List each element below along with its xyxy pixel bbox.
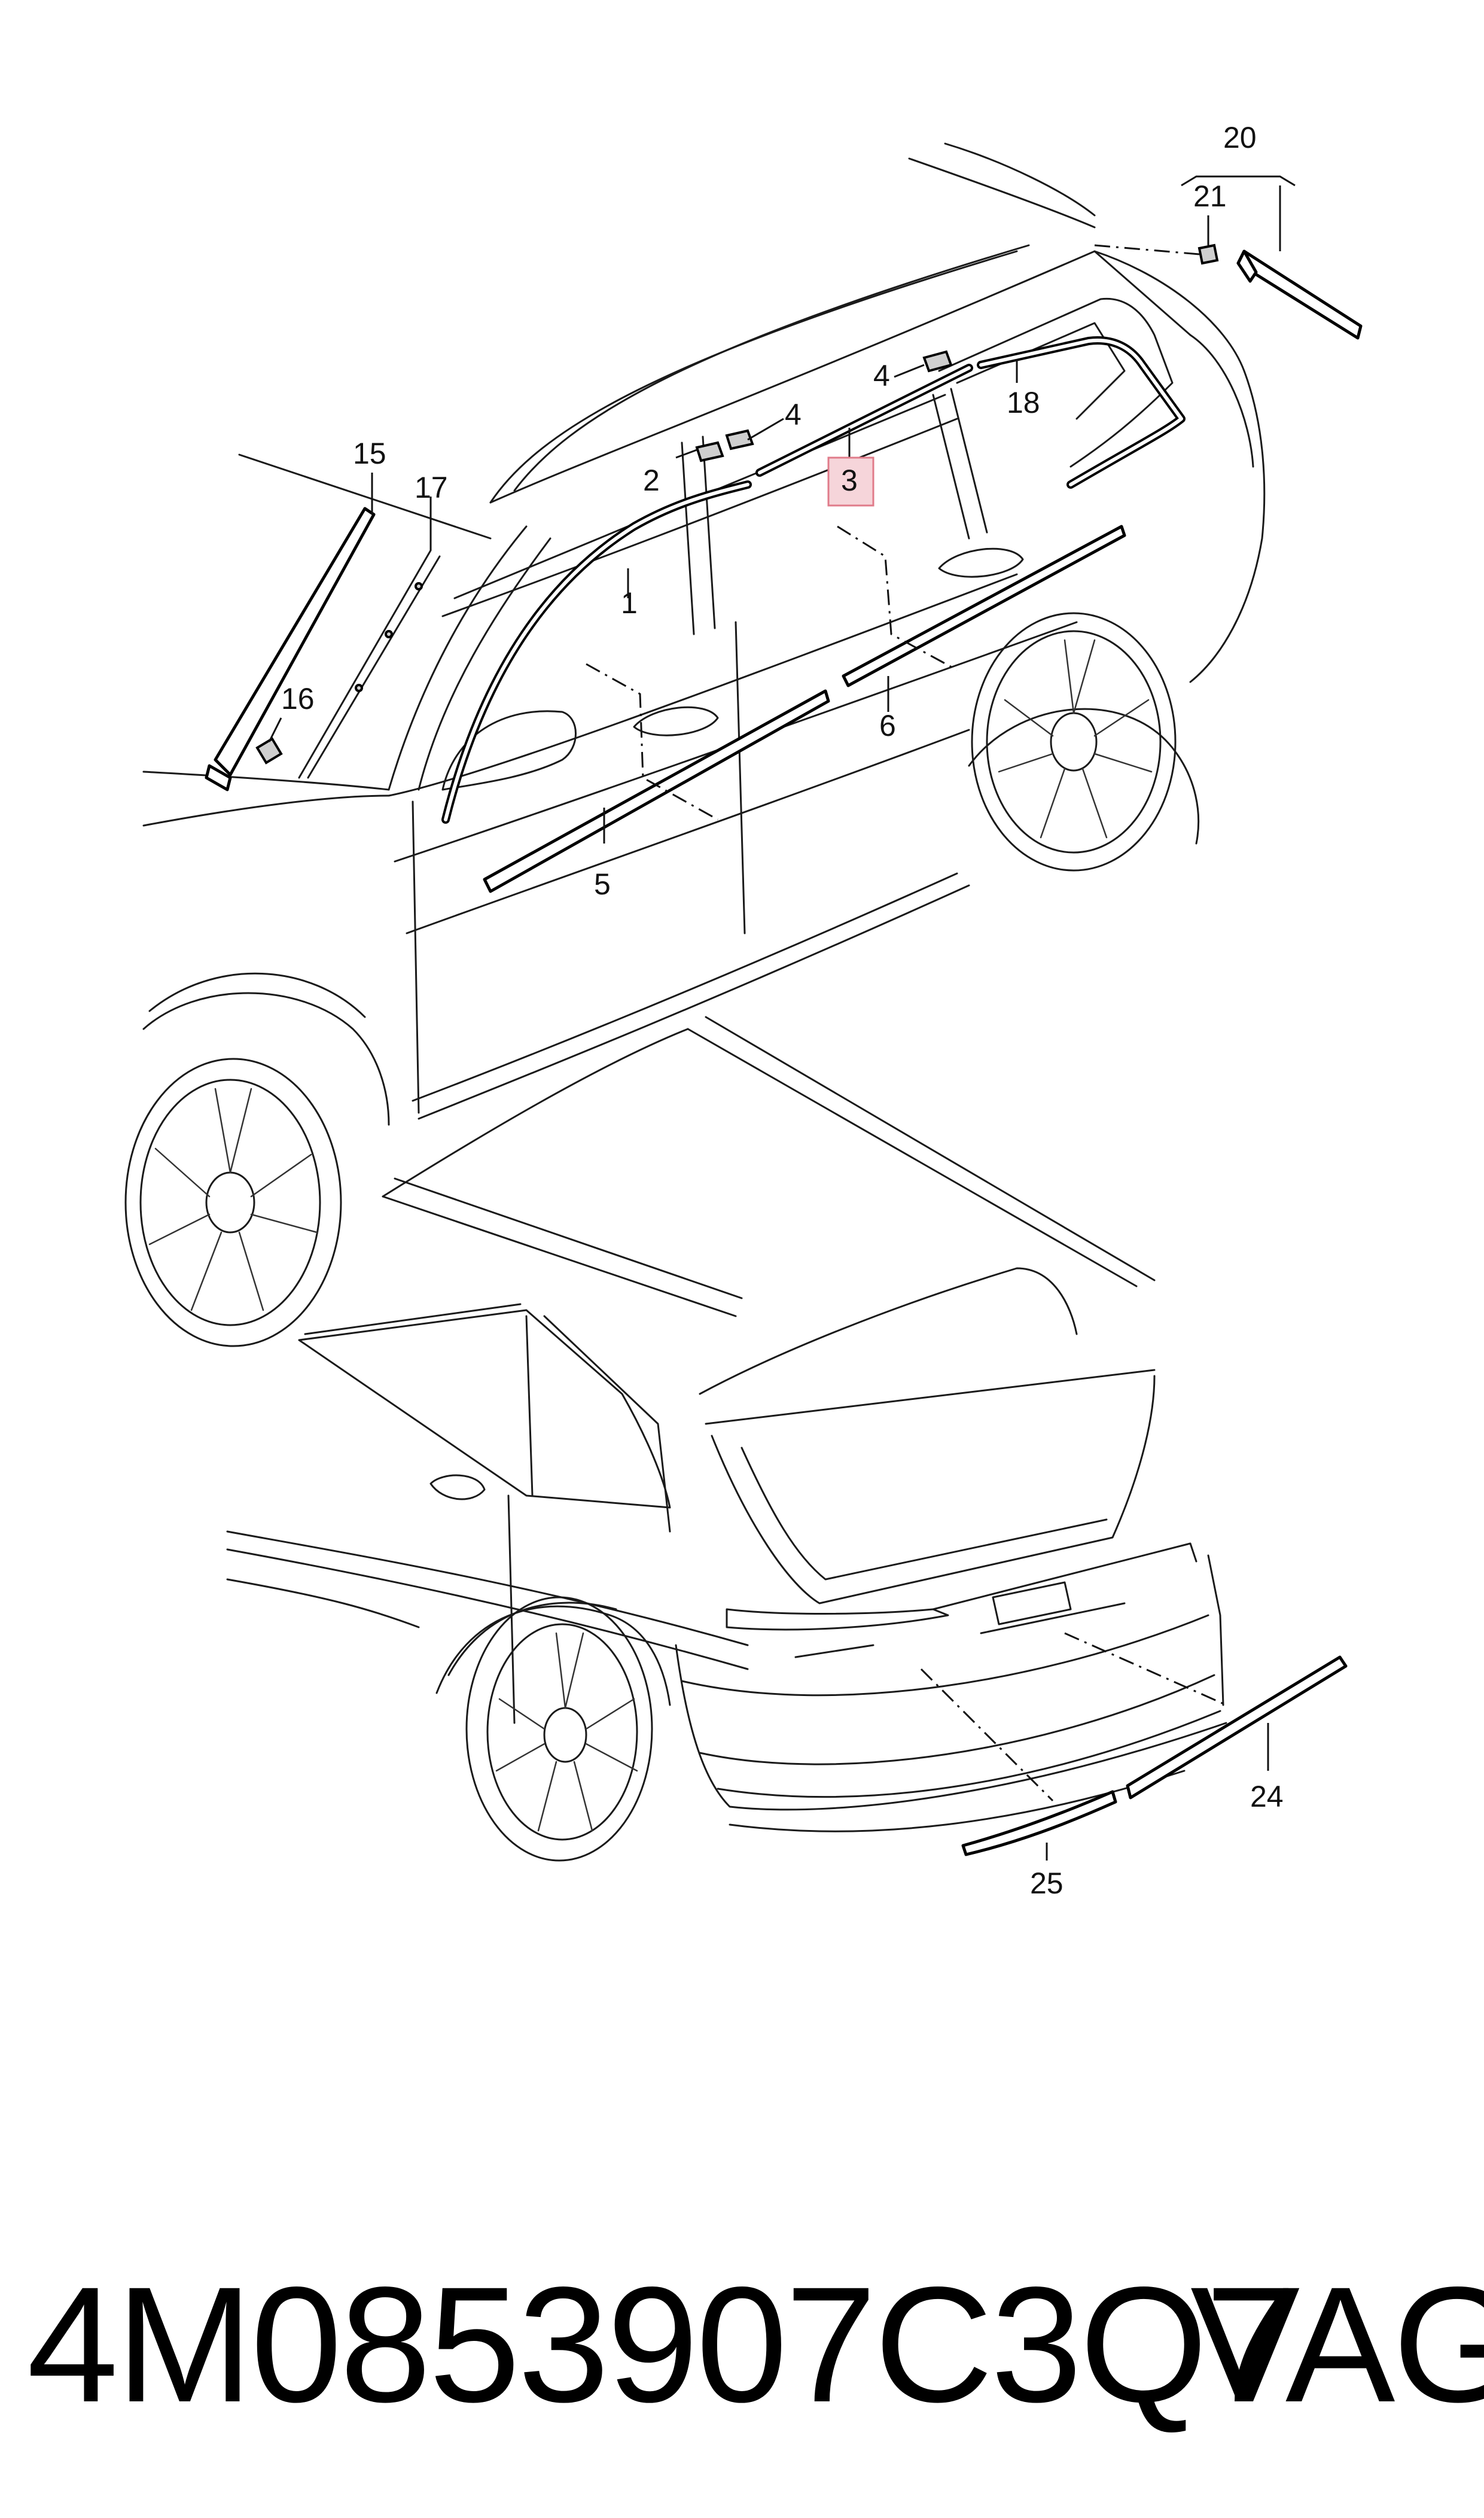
clips-2-4 — [695, 350, 953, 462]
trim-15-a-pillar — [205, 507, 376, 791]
trim-18-rear-window — [977, 336, 1186, 489]
callout-24: 24 — [1250, 1780, 1284, 1813]
part-number: 4M0853907C3Q7 — [27, 2253, 1297, 2437]
trim-1-roof-arch — [441, 480, 752, 824]
callout-5: 5 — [594, 867, 611, 901]
part-20-spoiler-trim — [1236, 249, 1363, 340]
front-wheel-top — [124, 1058, 342, 1347]
reference-lines-top — [586, 525, 958, 821]
reference-lines-bottom — [920, 1632, 1227, 1802]
callout-1: 1 — [621, 586, 638, 620]
callout-leaders-bottom — [1046, 1723, 1269, 1861]
part-21-clip — [1094, 243, 1219, 265]
trim-25-bumper — [961, 1790, 1117, 1856]
highlight-box-part-3 — [827, 456, 874, 507]
callout-4b: 4 — [873, 359, 890, 392]
callout-25: 25 — [1030, 1867, 1064, 1900]
callout-4a: 4 — [785, 398, 802, 431]
bottom-vehicle-outline — [226, 1016, 1227, 1832]
callout-15: 15 — [353, 437, 386, 470]
trim-6-rear-door-sill — [842, 525, 1126, 687]
callout-3: 3 — [841, 464, 858, 497]
trim-24-bumper — [1126, 1655, 1348, 1800]
rear-wheel-top — [971, 612, 1177, 872]
clip-16 — [255, 737, 283, 765]
callout-2: 2 — [643, 464, 660, 497]
callout-18: 18 — [1007, 386, 1040, 419]
callout-labels: 1 2 3 4 4 5 6 15 16 17 18 20 21 24 25 — [281, 121, 1284, 1900]
callout-6: 6 — [879, 709, 896, 742]
callout-leaders-top — [268, 175, 1296, 844]
top-vehicle-outline — [142, 142, 1266, 1126]
callout-17: 17 — [415, 471, 448, 504]
trim-3-upper-window — [755, 364, 973, 477]
brand-label: VAG — [1190, 2253, 1484, 2437]
rear-wheel-bottom — [465, 1596, 653, 1862]
trim-5-front-door-sill — [483, 689, 830, 893]
callout-21: 21 — [1193, 179, 1227, 213]
callout-16: 16 — [281, 682, 315, 715]
trim-17-seal — [298, 549, 441, 779]
callout-20: 20 — [1223, 121, 1257, 154]
